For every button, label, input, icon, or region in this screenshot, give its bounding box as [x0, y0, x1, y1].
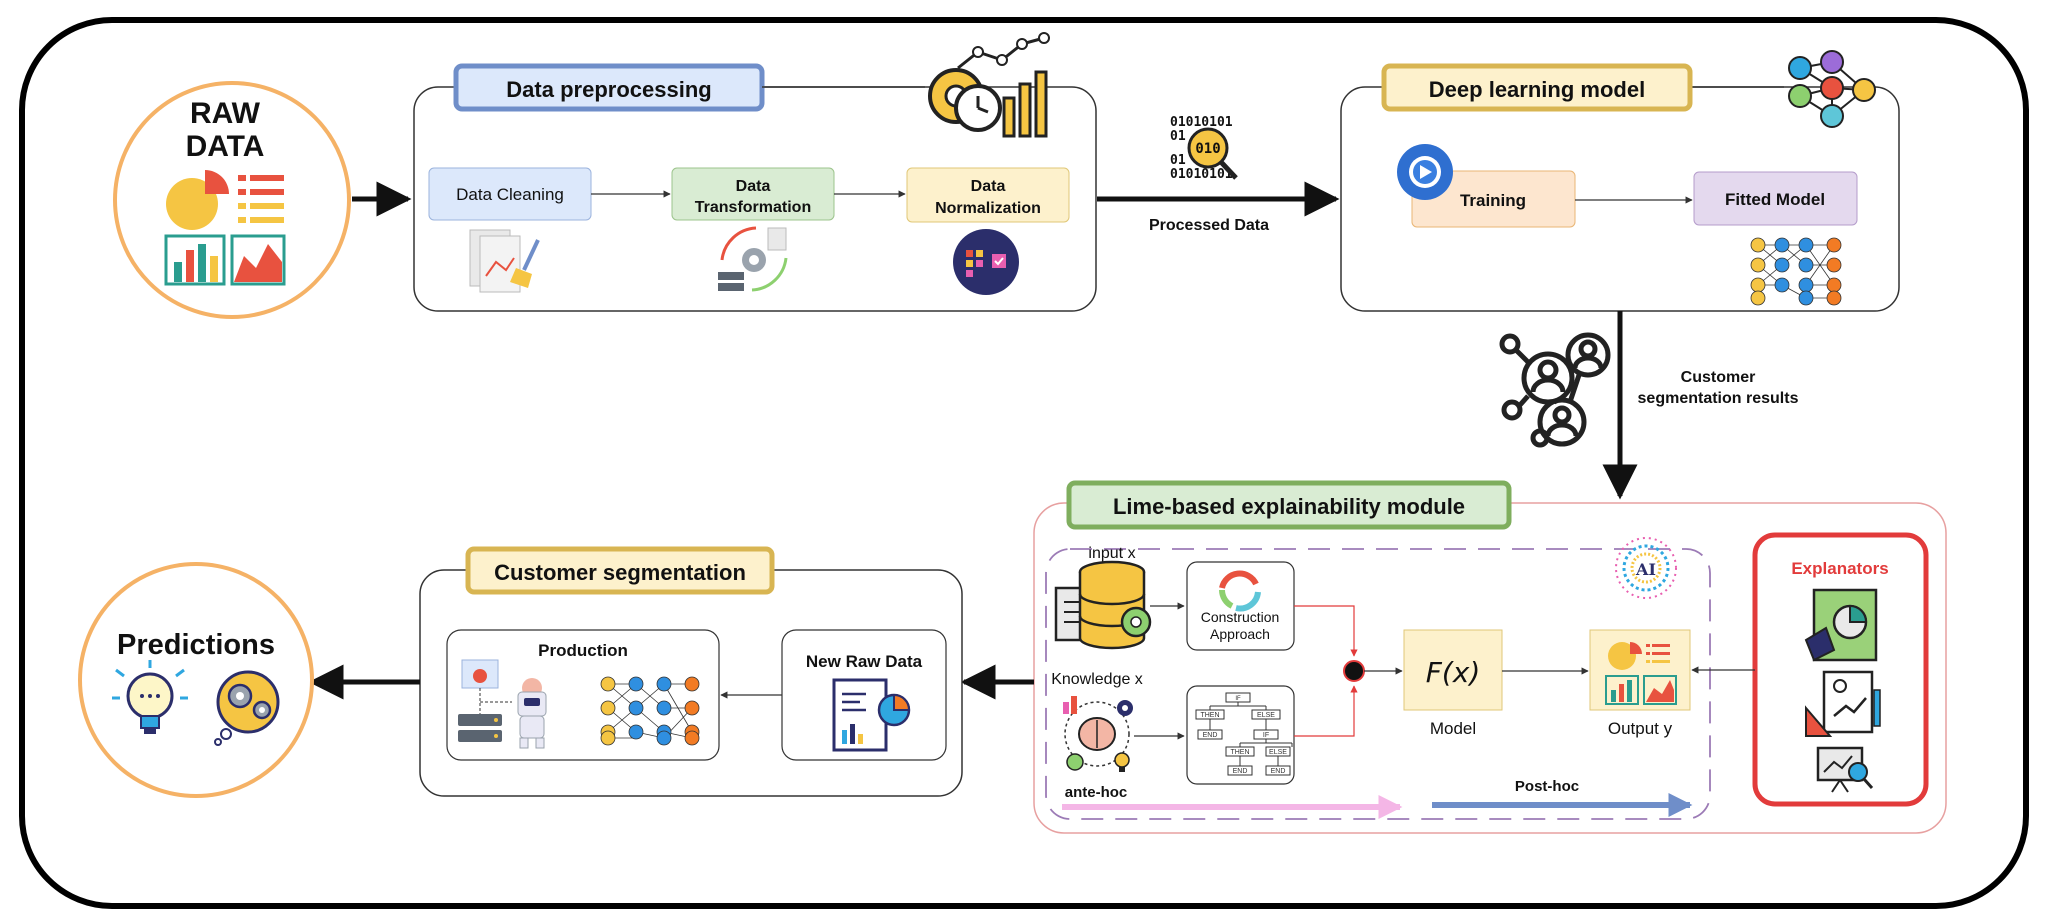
- lime-module-panel: Lime-based explainability module input x…: [1033, 480, 1947, 834]
- preprocessing-title: Data preprocessing: [506, 77, 711, 102]
- tree-end3-label: END: [1271, 768, 1286, 775]
- red-connector-bottom: [1294, 685, 1358, 737]
- data-normalization-label-2: Normalization: [935, 200, 1041, 217]
- data-preprocessing-panel: Data preprocessing Data Cleaning Data Tr…: [413, 32, 1097, 312]
- red-connector-top: [1294, 605, 1358, 657]
- deep-learning-title-box: [1381, 63, 1693, 112]
- binary-magnifier-icon: 01010101 01 01 01010101 010: [1170, 115, 1238, 182]
- tree-then2-label: THEN: [1230, 749, 1249, 756]
- raw-data-title-line2: DATA: [186, 130, 265, 163]
- explanators-panel: Explanators: [1691, 532, 1929, 807]
- new-raw-data-label: New Raw Data: [806, 652, 923, 671]
- brain-gears-icon: [214, 670, 280, 746]
- data-transformation-label-2: Transformation: [695, 199, 811, 216]
- segmentation-title-box: [465, 546, 775, 595]
- tree-end-label: END: [1203, 732, 1218, 739]
- document-broom-icon: [469, 229, 540, 293]
- deep-learning-title: Deep learning model: [1429, 77, 1645, 102]
- sync-gear-icon: [718, 226, 788, 292]
- processed-data-label: Processed Data: [1149, 217, 1269, 234]
- input-x-label: input x: [1088, 545, 1135, 562]
- presentation-search-icon: [1816, 746, 1874, 793]
- pie-chart-icon: [166, 170, 229, 230]
- neural-network-icon: [1750, 237, 1842, 306]
- area-chart-icon: [230, 234, 286, 286]
- tree-then-label: THEN: [1200, 712, 1219, 719]
- production-box: [446, 629, 720, 761]
- explanators-title: Explanators: [1791, 559, 1888, 578]
- output-dashboard-icon: [1605, 642, 1677, 705]
- junction-dot: [1343, 660, 1365, 682]
- brain-knowledge-icon: [1063, 696, 1133, 772]
- deep-learning-panel: Deep learning model Training Fitted Mode…: [1340, 50, 1900, 312]
- lightbulb-icon: [112, 660, 188, 734]
- robot-server-icon: [458, 659, 547, 749]
- customer-segmentation-panel: Customer segmentation Production: [419, 546, 963, 797]
- gear-clock-growth-icon: [928, 32, 1050, 138]
- output-y-label: Output y: [1608, 719, 1673, 738]
- construction-label-1: Construction: [1201, 609, 1280, 625]
- raw-data-title-line1: RAW: [190, 97, 261, 130]
- decision-tree-icon: [1195, 692, 1293, 776]
- fitted-model-box: [1693, 171, 1858, 226]
- lime-title: Lime-based explainability module: [1113, 494, 1465, 519]
- construction-label-2: Approach: [1210, 626, 1270, 642]
- tree-if2-label: IF: [1263, 732, 1269, 739]
- tree-end2-label: END: [1233, 768, 1248, 775]
- ai-burst-icon: AI: [1615, 537, 1677, 599]
- training-label: Training: [1460, 191, 1526, 210]
- production-neural-network-icon: [600, 676, 700, 746]
- lime-dashed-frame: [1045, 548, 1711, 820]
- data-normalization-box: [906, 167, 1070, 223]
- tree-if-label: IF: [1235, 696, 1241, 702]
- model-label: Model: [1430, 719, 1476, 738]
- network-graph-icon: [1788, 50, 1876, 128]
- segmentation-title: Customer segmentation: [494, 560, 746, 585]
- database-gear-icon: [1054, 560, 1152, 650]
- data-normalization-label-1: Data: [971, 178, 1006, 195]
- lime-title-box: [1066, 480, 1512, 530]
- report-document-icon: [832, 678, 911, 752]
- tree-else-label: ELSE: [1257, 712, 1275, 719]
- binary-row-3: 010: [1195, 141, 1220, 157]
- binary-row-2: 01: [1170, 129, 1186, 144]
- predictions-node: Predictions: [78, 562, 314, 798]
- analysis-report-icon: [1805, 670, 1881, 737]
- predictions-title: Predictions: [117, 629, 275, 661]
- raw-data-node: RAW DATA: [113, 81, 351, 319]
- tree-else2-label: ELSE: [1269, 749, 1287, 756]
- model-fx-box: [1403, 629, 1503, 711]
- data-transformation-label-1: Data: [736, 178, 771, 195]
- production-label: Production: [538, 641, 628, 660]
- normalization-grid-icon: [953, 229, 1019, 295]
- ante-hoc-label: ante-hoc: [1065, 784, 1128, 801]
- segmentation-results-line1: Customer: [1681, 369, 1756, 386]
- data-cleaning-label: Data Cleaning: [456, 185, 564, 204]
- binary-row-4: 01: [1170, 153, 1186, 168]
- cycle-arrows-icon: [1219, 570, 1261, 612]
- report-pie-icon: [1804, 588, 1878, 662]
- binary-row-1: 01010101: [1170, 115, 1233, 130]
- segmentation-results-line2: segmentation results: [1638, 390, 1799, 407]
- fitted-model-label: Fitted Model: [1725, 190, 1825, 209]
- bar-chart-icon: [164, 234, 226, 286]
- gear-play-icon: [1397, 144, 1453, 200]
- post-hoc-label: Post-hoc: [1515, 778, 1579, 795]
- list-lines-icon: [238, 175, 284, 223]
- customer-network-icon: [1499, 332, 1611, 448]
- binary-row-5: 01010101: [1170, 167, 1233, 182]
- training-box: [1411, 170, 1576, 228]
- ai-badge-text: AI: [1635, 560, 1656, 579]
- knowledge-x-label: Knowledge x: [1051, 671, 1143, 688]
- model-fx-label: F(x): [1426, 656, 1481, 689]
